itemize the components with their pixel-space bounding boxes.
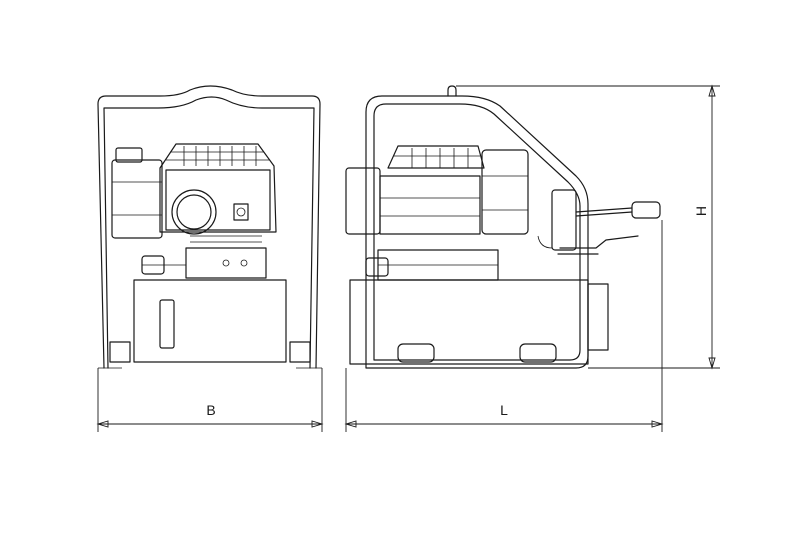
side-control-box	[551, 189, 577, 251]
dimension-h-label: H	[693, 206, 709, 216]
front-view	[97, 85, 322, 369]
side-view	[345, 85, 661, 369]
side-pendant-connector	[631, 201, 661, 219]
dimension-l-label: L	[500, 402, 508, 418]
front-sight-glass	[159, 299, 175, 349]
front-reservoir	[133, 279, 287, 363]
front-frame	[97, 85, 321, 369]
front-fan-cover	[159, 143, 277, 233]
front-gauge	[171, 189, 217, 235]
side-frame	[365, 95, 589, 369]
front-motor	[111, 159, 163, 239]
dimension-lines	[96, 84, 720, 432]
side-motor	[345, 167, 381, 235]
dimension-b-label: B	[206, 402, 215, 418]
side-reservoir	[349, 279, 589, 365]
front-manifold	[185, 247, 267, 279]
